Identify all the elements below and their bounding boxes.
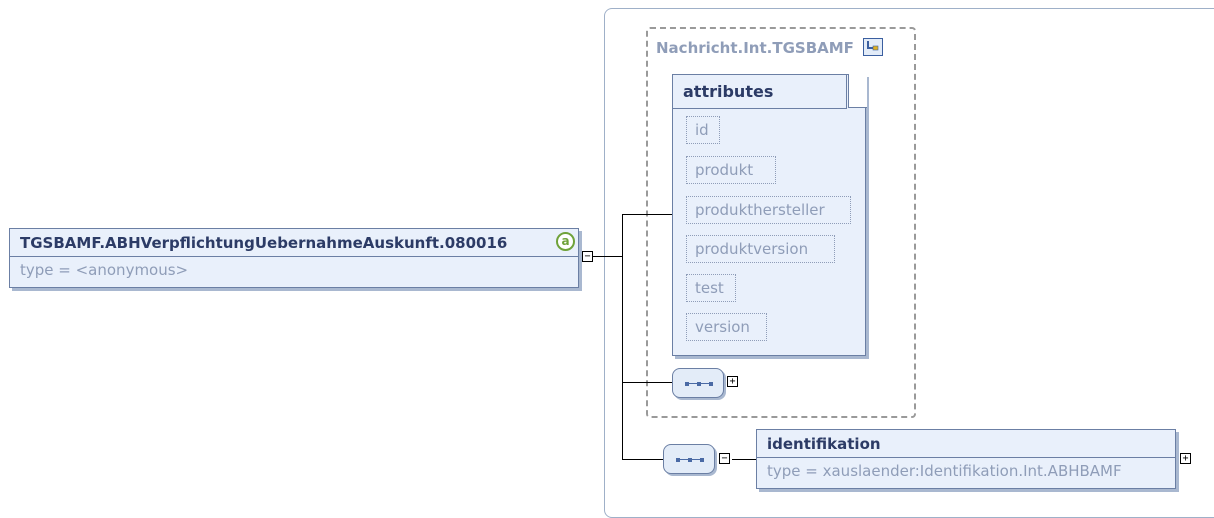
attribute-id[interactable]: id — [686, 116, 720, 144]
connector-to-child-sequence — [622, 459, 663, 460]
attributes-notch — [848, 74, 867, 108]
connector-to-group-sequence — [622, 382, 672, 383]
child-element-box[interactable]: identifikation type = xauslaender:Identi… — [756, 429, 1176, 489]
child-element-title: identifikation — [757, 430, 1175, 458]
group-link-icon[interactable] — [863, 38, 884, 56]
group-boundary — [646, 27, 916, 418]
sequence-icon — [676, 458, 704, 462]
connector-to-attributes — [622, 214, 672, 215]
group-sequence-compositor[interactable] — [672, 368, 724, 398]
group-sequence-expand-toggle[interactable]: + — [727, 376, 738, 387]
attributes-title: attributes — [673, 75, 847, 109]
connector-root-to-trunk — [593, 256, 622, 257]
attribute-produkthersteller[interactable]: produkthersteller — [686, 196, 851, 224]
attribute-badge-letter: a — [561, 234, 570, 248]
root-element-box[interactable]: TGSBAMF.ABHVerpflichtungUebernahmeAuskun… — [9, 228, 579, 288]
root-element-title: TGSBAMF.ABHVerpflichtungUebernahmeAuskun… — [10, 229, 578, 257]
attribute-version[interactable]: version — [686, 313, 767, 341]
attribute-test[interactable]: test — [686, 274, 736, 302]
child-element-expand-toggle[interactable]: + — [1180, 453, 1191, 464]
attribute-produktversion[interactable]: produktversion — [686, 235, 835, 263]
root-collapse-toggle[interactable]: − — [582, 251, 593, 262]
attribute-produkt[interactable]: produkt — [686, 156, 776, 184]
sequence-icon — [685, 382, 713, 386]
attributes-box: attributes — [672, 74, 867, 356]
child-element-type: type = xauslaender:Identifikation.Int.AB… — [767, 462, 1122, 480]
connector-trunk — [622, 214, 623, 459]
root-element-name: TGSBAMF.ABHVerpflichtungUebernahmeAuskun… — [20, 234, 508, 252]
connector-sequence-to-child — [732, 459, 756, 460]
root-element-type: type = <anonymous> — [20, 261, 189, 279]
child-sequence-compositor[interactable] — [663, 444, 715, 474]
attribute-badge-icon: a — [556, 232, 575, 251]
group-name: Nachricht.Int.TGSBAMF — [656, 39, 854, 57]
group-title[interactable]: Nachricht.Int.TGSBAMF — [656, 38, 884, 60]
child-sequence-collapse-toggle[interactable]: − — [719, 453, 730, 464]
